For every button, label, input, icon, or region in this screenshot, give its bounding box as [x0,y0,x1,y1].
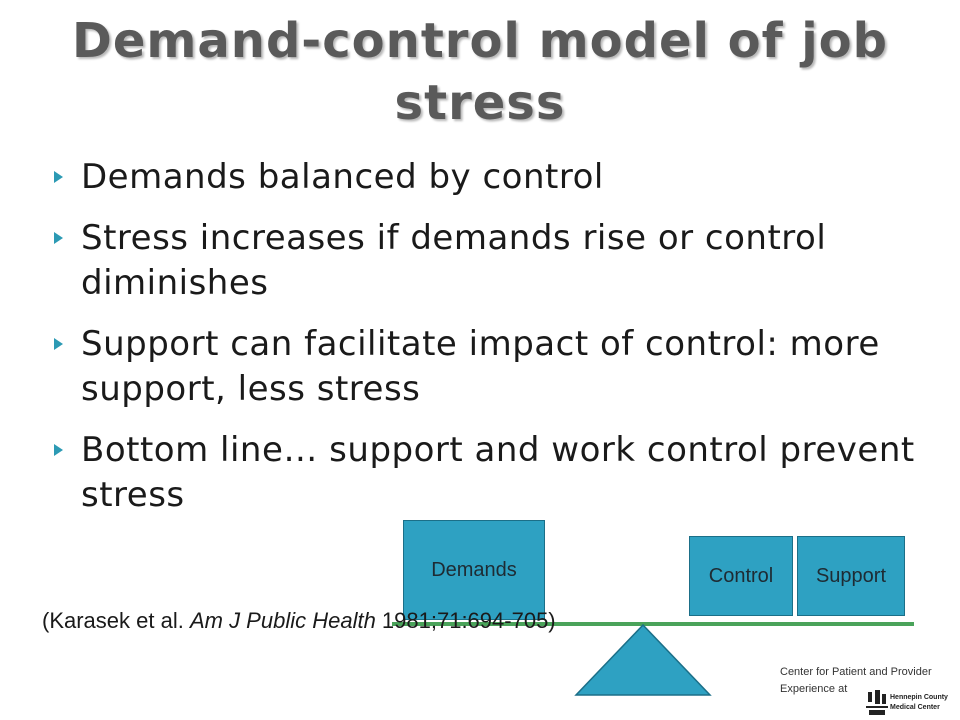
bullet-text: Stress increases if demands rise or cont… [81,218,827,303]
bullet-list: Demands balanced by control Stress incre… [40,155,920,534]
logo-text-line-1: Hennepin County [890,694,948,701]
support-box: Support [797,536,905,616]
triangle-arrow-icon [54,338,63,350]
balance-beam [392,622,914,626]
triangle-arrow-icon [54,171,63,183]
hospital-logo: Hennepin County Medical Center [866,690,948,715]
demands-box: Demands [403,520,545,620]
bullet-text: Support can facilitate impact of control… [81,324,880,409]
triangle-arrow-icon [54,444,63,456]
credit-line-2: Experience at [780,683,848,695]
citation: (Karasek et al. Am J Public Health 1981;… [42,606,556,636]
bullet-text: Demands balanced by control [81,157,604,197]
bullet-item: Stress increases if demands rise or cont… [40,216,920,306]
slide-title: Demand-control model of job stress [71,13,889,131]
citation-authors: (Karasek et al. [42,608,190,633]
bullet-item: Demands balanced by control [40,155,920,200]
bullet-item: Bottom line… support and work control pr… [40,428,920,518]
triangle-arrow-icon [54,232,63,244]
credit-line-1: Center for Patient and Provider [780,666,932,678]
citation-details: 1981;71:694-705) [375,608,556,633]
logo-text-line-2: Medical Center [890,704,940,711]
bullet-text: Bottom line… support and work control pr… [81,430,915,515]
control-box: Control [689,536,793,616]
citation-journal: Am J Public Health [189,608,376,633]
footer-credit: Center for Patient and Provider Experien… [780,664,932,698]
fulcrum-triangle [574,624,712,696]
bullet-item: Support can facilitate impact of control… [40,322,920,412]
